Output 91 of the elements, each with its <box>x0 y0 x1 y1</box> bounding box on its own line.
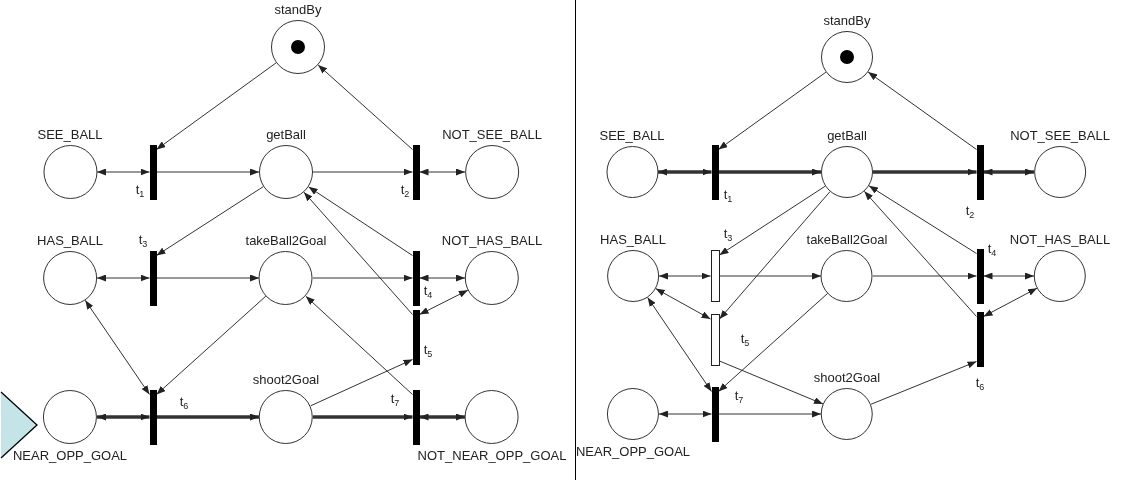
arc-arrow <box>719 360 824 405</box>
place-label: HAS_BALL <box>600 232 666 248</box>
transition-label: t$_{1}$ <box>723 188 733 206</box>
arc-arrow <box>308 186 413 256</box>
arc-arrow <box>156 295 267 395</box>
arc-arrow <box>303 191 413 315</box>
transition-label: t$_{2}$ <box>400 183 410 201</box>
transition-label: t$_{5}$ <box>740 332 750 350</box>
arc-arrow <box>983 272 1035 280</box>
place-label: HAS_BALL <box>37 233 103 249</box>
transition-label: t$_{7}$ <box>390 392 400 410</box>
transition-bar <box>412 250 420 306</box>
transition-bar <box>149 389 157 445</box>
arc-arrow <box>867 71 977 150</box>
arc-arrow <box>983 287 1038 317</box>
transition-bar <box>412 144 420 200</box>
arc-arrow <box>96 274 150 282</box>
transition-label: t$_{7}$ <box>734 389 744 407</box>
place-label: NOT_SEE_BALL <box>442 127 542 143</box>
transition-bar <box>149 144 157 200</box>
arc-arrow <box>156 186 264 256</box>
place-label: standBy <box>274 2 322 18</box>
arc-arrow <box>419 168 466 176</box>
arc-arrow <box>312 168 413 176</box>
arc-arrow <box>870 361 977 405</box>
arc-arrow <box>719 185 826 256</box>
arc-arrow <box>658 168 712 176</box>
transition-bar <box>976 248 984 304</box>
transition-label: t$_{6}$ <box>975 376 985 394</box>
place-label: NOT_HAS_BALL <box>1009 232 1111 248</box>
transition-label: t$_{4}$ <box>987 242 997 260</box>
arc-arrow <box>718 292 829 392</box>
transition-label: t$_{1}$ <box>135 183 145 201</box>
arc-arrow <box>312 274 413 282</box>
arc-arrow <box>658 410 712 418</box>
arc-arrow <box>647 297 712 392</box>
transition-label: t$_{3}$ <box>138 233 148 251</box>
arc-arrow <box>655 288 711 320</box>
place-label: NOT_SEE_BALL <box>1010 128 1110 144</box>
place-label: takeBall2Goal <box>245 233 327 249</box>
place-label: takeBall2Goal <box>806 232 888 248</box>
arc-arrow <box>983 168 1034 176</box>
transition-label: t$_{3}$ <box>723 227 733 245</box>
place-label: standBy <box>823 13 871 29</box>
transition-label: t$_{2}$ <box>965 204 975 222</box>
arc-arrow <box>84 299 150 395</box>
arc-arrow <box>719 272 822 280</box>
transition-bar <box>412 309 420 365</box>
arc-arrow <box>156 274 260 282</box>
transition-bar <box>710 314 720 366</box>
arc-arrow <box>868 185 977 254</box>
transition-bar <box>711 386 719 442</box>
arc-arrow <box>96 168 150 176</box>
transition-bar <box>412 389 420 445</box>
arc-arrow <box>419 274 466 282</box>
place-label: shoot2Goal <box>252 372 320 388</box>
arc-arrow <box>419 413 465 421</box>
arc-arrow <box>156 62 277 150</box>
arc-arrow <box>719 191 831 320</box>
place-label: NOT_NEAR_OPP_GOAL <box>417 448 567 464</box>
arc-arrow <box>718 410 822 418</box>
arc-arrow <box>317 64 413 150</box>
arc-arrow <box>310 359 413 407</box>
transition-bar <box>149 250 157 306</box>
place-label: getBall <box>827 128 867 144</box>
transition-label: t$_{4}$ <box>423 284 433 302</box>
place-label: NOT_HAS_BALL <box>441 233 543 249</box>
place-label: getBall <box>266 127 306 143</box>
arc-arrow <box>305 295 413 395</box>
transition-label: t$_{5}$ <box>423 343 433 361</box>
arc-arrow <box>718 71 827 150</box>
arc-arrow <box>863 190 977 317</box>
arc-arrow <box>419 289 469 315</box>
transition-bar <box>711 144 719 200</box>
place-label: shoot2Goal <box>813 370 881 386</box>
arc-arrow <box>313 413 413 421</box>
place-label: NEAR_OPP_GOAL <box>575 444 691 460</box>
arc-arrow <box>156 168 260 176</box>
transition-bar <box>976 144 984 200</box>
transition-label: t$_{6}$ <box>179 395 189 413</box>
place-label: SEE_BALL <box>37 127 103 143</box>
arc-arrow <box>872 272 977 280</box>
arc-arrow <box>873 168 977 176</box>
arc-arrow <box>156 413 259 421</box>
transition-bar <box>710 250 720 302</box>
place-label: NEAR_OPP_GOAL <box>12 448 128 464</box>
arc-arrow <box>718 168 821 176</box>
arc-arrow <box>658 272 711 280</box>
arc-arrow <box>97 413 150 421</box>
transition-bar <box>976 311 984 367</box>
place-label: SEE_BALL <box>599 128 665 144</box>
